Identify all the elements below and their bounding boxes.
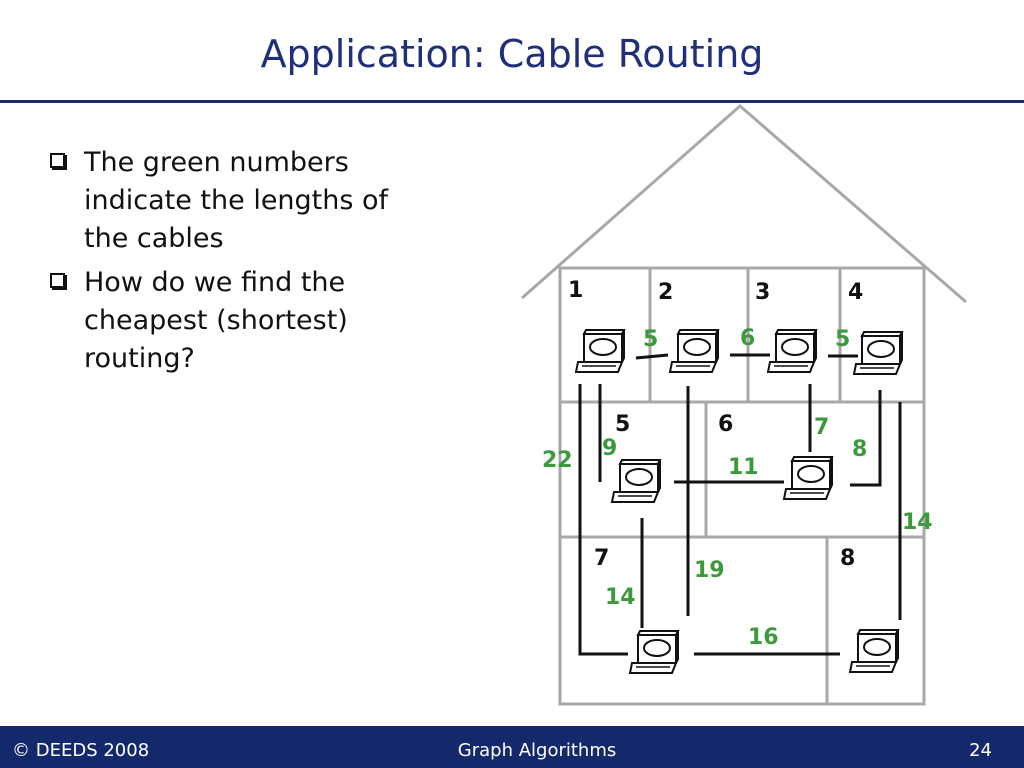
cable-length-label: 8 (852, 437, 867, 462)
footer-bar: © DEEDS 2008 Graph Algorithms 24 (0, 726, 1024, 768)
house-walls (558, 266, 926, 706)
cable-length-label: 19 (694, 558, 725, 583)
cable-length-label: 11 (728, 455, 759, 480)
computer-icon-room-8 (849, 629, 899, 673)
bullet-item: How do we find the cheapest (shortest) r… (46, 264, 426, 378)
cable-length-label: 7 (814, 415, 829, 440)
bullet-text: How do we find the cheapest (shortest) r… (84, 267, 348, 374)
room-label: 8 (840, 546, 855, 571)
room-label: 4 (848, 280, 863, 305)
computer-icon-room-1 (575, 329, 625, 373)
computer-icon-room-4 (853, 331, 903, 375)
checkbox-bullet-icon (50, 153, 65, 168)
title-divider (0, 100, 1024, 103)
bullet-list: The green numbers indicate the lengths o… (46, 144, 426, 384)
cable-routing-diagram: 1 2 3 4 5 6 7 8 5 6 5 7 8 22 9 11 14 19 … (521, 104, 967, 706)
room-label: 5 (615, 412, 630, 437)
room-label: 3 (755, 280, 770, 305)
cable-4-6 (850, 390, 882, 487)
cable-length-label: 5 (835, 327, 850, 352)
checkbox-bullet-icon (50, 273, 65, 288)
computers (575, 329, 903, 674)
cables (578, 353, 902, 656)
room-label: 6 (718, 412, 733, 437)
computer-icon-room-5 (611, 459, 661, 503)
room-labels: 1 2 3 4 5 6 7 8 (568, 278, 863, 571)
computer-icon-room-3 (767, 329, 817, 373)
cable-1-7 (578, 384, 628, 656)
computer-icon-room-6 (783, 456, 833, 500)
footer-copyright: © DEEDS 2008 (12, 740, 150, 761)
roof-outline (521, 104, 967, 304)
bullet-item: The green numbers indicate the lengths o… (46, 144, 426, 258)
cable-1-2 (635, 353, 669, 360)
room-label: 1 (568, 278, 583, 303)
room-label: 7 (594, 546, 609, 571)
cable-length-label: 6 (740, 326, 755, 351)
cable-length-label: 9 (602, 436, 617, 461)
cable-length-label: 14 (605, 585, 636, 610)
computer-icon-room-2 (669, 329, 719, 373)
cable-length-label: 14 (902, 510, 933, 535)
slide-title: Application: Cable Routing (260, 32, 764, 76)
cable-length-labels: 5 6 5 7 8 22 9 11 14 19 14 16 (542, 326, 933, 650)
computer-icon-room-7 (629, 630, 679, 674)
cable-length-label: 22 (542, 448, 573, 473)
footer-topic: Graph Algorithms (457, 740, 617, 761)
page-number: 24 (969, 740, 992, 761)
bullet-text: The green numbers indicate the lengths o… (84, 147, 389, 254)
cable-length-label: 16 (748, 625, 779, 650)
cable-length-label: 5 (643, 327, 658, 352)
room-label: 2 (658, 280, 673, 305)
